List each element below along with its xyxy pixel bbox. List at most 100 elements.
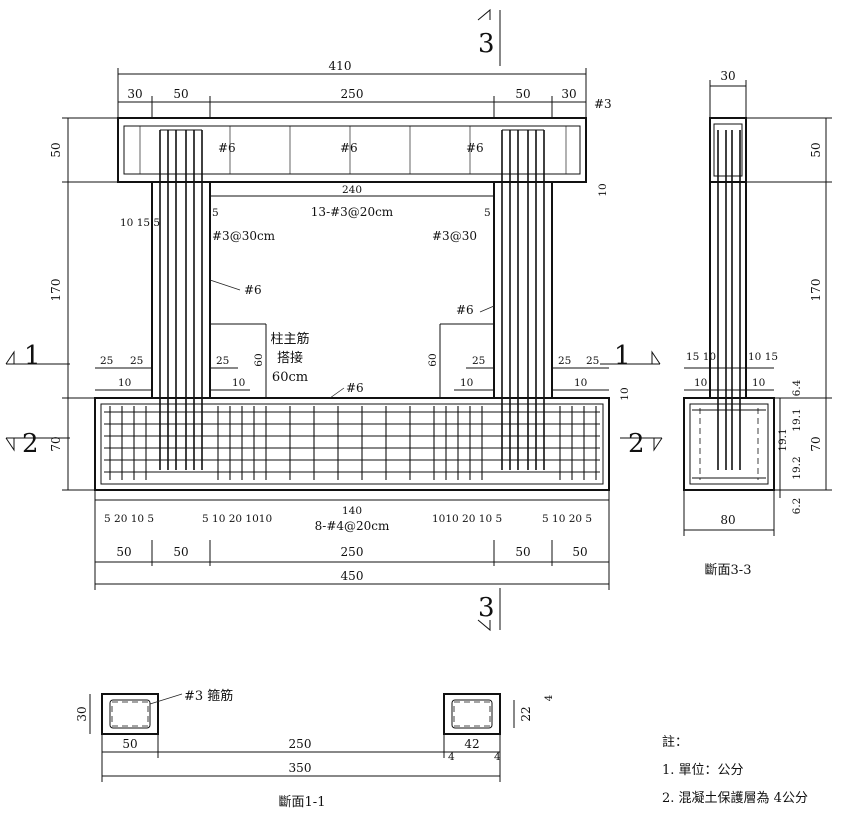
dim-top-seg-3: 250 bbox=[341, 87, 364, 101]
stirrup-label-right: #3@30 bbox=[432, 229, 477, 243]
dim-25-d: 25 bbox=[472, 355, 485, 367]
dim-bottom-small-midright: 1010 20 10 5 bbox=[432, 513, 502, 525]
lap-note-line-1: 柱主筋 bbox=[270, 331, 309, 347]
svg-text:2: 2 bbox=[628, 429, 645, 459]
dim-25-c: 25 bbox=[216, 355, 229, 367]
dim-top-seg-1: 30 bbox=[127, 87, 142, 101]
svg-text:2: 2 bbox=[22, 429, 39, 459]
section-marker-2-right: 2 bbox=[620, 429, 663, 459]
section-3-3: 30 50 170 70 15 10 10 15 10 10 6.4 19.1 … bbox=[683, 69, 832, 578]
s11-dim-cover-r: 4 bbox=[494, 751, 501, 763]
s33-dim-ten-a: 10 bbox=[694, 377, 707, 389]
bar-label-6-column-right: #6 bbox=[456, 303, 474, 317]
dim-five-left: 5 bbox=[212, 207, 219, 219]
dim-top-seg-5: 30 bbox=[561, 87, 576, 101]
dim-25-a: 25 bbox=[100, 355, 113, 367]
s33-dim-top: 30 bbox=[720, 69, 735, 83]
svg-text:3: 3 bbox=[478, 29, 495, 59]
section-marker-1-left: 1 bbox=[5, 341, 70, 371]
s33-dim-bottom: 80 bbox=[720, 513, 735, 527]
s11-dim-inner-w: 42 bbox=[464, 737, 479, 751]
dim-10-a: 10 bbox=[118, 377, 131, 389]
dim-bottom-small-left: 5 20 10 5 bbox=[104, 513, 154, 525]
dim-left-column: 170 bbox=[49, 279, 63, 302]
dim-bottom-seg-1: 50 bbox=[116, 545, 131, 559]
footing-clear: 140 bbox=[342, 505, 362, 517]
column-bars-left bbox=[159, 129, 203, 470]
bar-label-6-right: #6 bbox=[466, 141, 484, 155]
dim-10-b: 10 bbox=[232, 377, 245, 389]
dim-bottom-total: 450 bbox=[341, 569, 364, 583]
note-2: 2. 混凝土保護層為 4公分 bbox=[662, 790, 808, 806]
lap-note-line-3: 60cm bbox=[272, 370, 308, 385]
section-1-1-title: 斷面1-1 bbox=[279, 795, 326, 810]
dim-left-beam: 50 bbox=[49, 142, 63, 157]
bar-label-3: #3 bbox=[594, 97, 612, 111]
s11-dim-mid: 250 bbox=[289, 737, 312, 751]
s11-dim-h: 30 bbox=[75, 706, 89, 721]
dim-bottom-small-midleft: 5 10 20 1010 bbox=[202, 513, 272, 525]
footing-bar-spec: 8-#4@20cm bbox=[315, 519, 390, 533]
dim-10-c: 10 bbox=[460, 377, 473, 389]
bar-label-6-left: #6 bbox=[218, 141, 236, 155]
section-marker-3-bottom: 3 bbox=[477, 588, 501, 632]
dim-25-b: 25 bbox=[130, 355, 143, 367]
beam-stirrups bbox=[139, 126, 567, 174]
section-marker-3-top: 3 bbox=[477, 8, 501, 66]
dim-10-right: 10 bbox=[619, 387, 631, 400]
beam-bar-spec: 13-#3@20cm bbox=[311, 205, 394, 219]
elevation-view: 410 30 50 250 50 30 #3 50 170 70 #6 #6 #… bbox=[5, 8, 663, 632]
dim-top-total: 410 bbox=[329, 59, 352, 73]
dim-top-seg-2: 50 bbox=[173, 87, 188, 101]
section-3-3-title: 斷面3-3 bbox=[705, 563, 752, 578]
note-1: 1. 單位：公分 bbox=[662, 763, 744, 778]
s33-dim-h2: 170 bbox=[809, 279, 823, 302]
s11-dim-inner-h: 22 bbox=[519, 706, 533, 721]
dim-10-15-5: 10 15 5 bbox=[120, 217, 160, 229]
dim-bottom-seg-5: 50 bbox=[572, 545, 587, 559]
notes: 註： 1. 單位：公分 2. 混凝土保護層為 4公分 bbox=[662, 735, 808, 806]
s33-dim-v-1: 6.4 bbox=[791, 379, 803, 396]
lap-note-line-2: 搭接 bbox=[277, 350, 303, 366]
s11-dim-cover-v: 4 bbox=[543, 694, 555, 701]
bar-label-6-footing: #6 bbox=[346, 381, 364, 395]
bar-label-6-mid: #6 bbox=[340, 141, 358, 155]
notes-heading: 註： bbox=[662, 735, 688, 750]
footing-mesh bbox=[104, 406, 600, 480]
section-marker-1-right: 1 bbox=[600, 341, 661, 371]
bar-label-6-column-left: #6 bbox=[244, 283, 262, 297]
s33-dim-v-2: 19.1 bbox=[791, 408, 803, 431]
svg-text:1: 1 bbox=[614, 341, 631, 371]
dim-bottom-seg-2: 50 bbox=[173, 545, 188, 559]
beam-clear-span: 240 bbox=[342, 184, 362, 196]
dim-top-seg-4: 50 bbox=[515, 87, 530, 101]
dim-bottom-seg-4: 50 bbox=[515, 545, 530, 559]
s33-dim-v-3: 19.1 bbox=[777, 428, 789, 451]
lap-dim-left: 60 bbox=[253, 353, 265, 366]
s33-dim-h3: 70 bbox=[809, 436, 823, 451]
stirrup-label: #3 箍筋 bbox=[184, 688, 233, 704]
dim-left-footing: 70 bbox=[49, 436, 63, 451]
lap-dim-right: 60 bbox=[427, 353, 439, 366]
s33-dim-right-small: 10 15 bbox=[748, 351, 778, 363]
dim-10-d: 10 bbox=[574, 377, 587, 389]
s33-dim-left-small: 15 10 bbox=[686, 351, 716, 363]
dim-bottom-small-right: 5 10 20 5 bbox=[542, 513, 592, 525]
section-1-1: #3 箍筋 30 22 4 50 250 42 4 4 350 斷面1-1 bbox=[75, 688, 555, 810]
svg-text:1: 1 bbox=[24, 341, 41, 371]
svg-text:3: 3 bbox=[478, 593, 495, 623]
s33-dim-ten-b: 10 bbox=[752, 377, 765, 389]
s33-dim-v-5: 6.2 bbox=[791, 498, 803, 515]
dim-25-f: 25 bbox=[586, 355, 599, 367]
s11-dim-w: 50 bbox=[122, 737, 137, 751]
dim-five-right: 5 bbox=[484, 207, 491, 219]
dim-25-e: 25 bbox=[558, 355, 571, 367]
s11-dim-cover-l: 4 bbox=[448, 751, 455, 763]
s11-dim-total: 350 bbox=[289, 761, 312, 775]
s33-dim-h1: 50 bbox=[809, 142, 823, 157]
column-bars-right bbox=[501, 129, 545, 470]
stirrup-label-left: #3@30cm bbox=[212, 229, 276, 243]
dim-10-beam: 10 bbox=[597, 183, 609, 196]
section-marker-2-left: 2 bbox=[5, 429, 70, 459]
